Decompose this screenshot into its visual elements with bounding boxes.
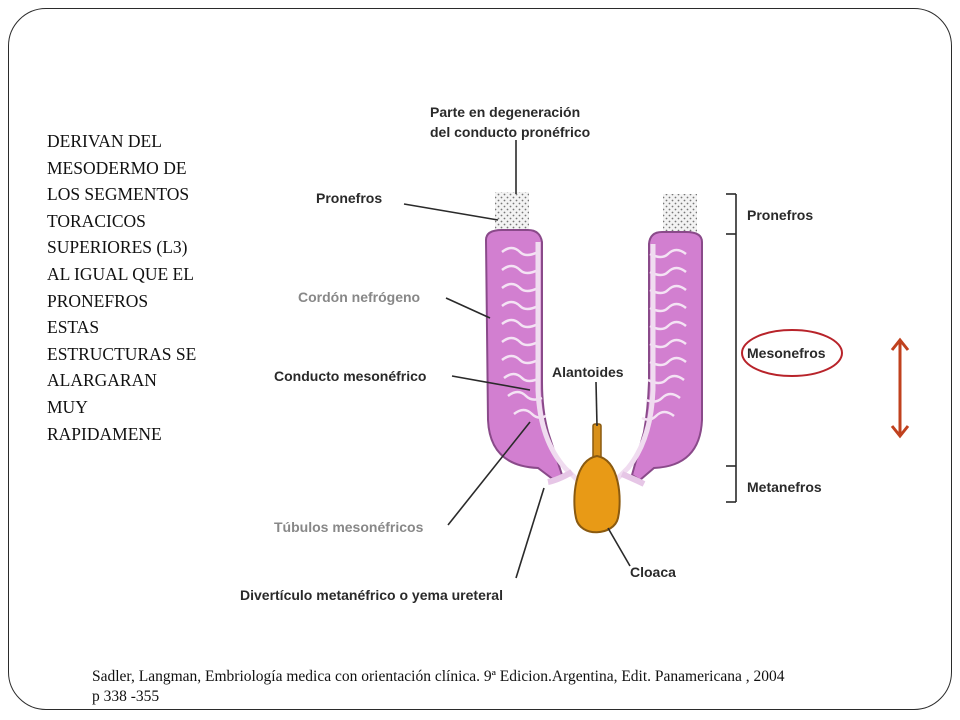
label-degenerating-line1: Parte en degeneración (430, 104, 580, 120)
cloaca (573, 454, 621, 534)
ureteric-bud-left (547, 469, 574, 485)
degenerating-duct-left (495, 192, 529, 236)
allantois (592, 423, 602, 461)
side-text-line: SUPERIORES (L3) (47, 237, 188, 258)
side-text-line: TORACICOS (47, 210, 146, 231)
side-text-line: ALARGARAN (47, 370, 157, 391)
double-arrow-icon (890, 337, 910, 439)
mesonephric-duct-right (604, 244, 656, 492)
slide-frame (8, 8, 952, 710)
label-pronefros-left: Pronefros (316, 190, 382, 206)
leader-lines (403, 140, 631, 579)
label-metanefros-right: Metanefros (747, 479, 822, 495)
side-text-line: DERIVAN DEL (47, 131, 162, 151)
side-text-line: ESTAS (47, 317, 100, 338)
label-diverticulo: Divertículo metanéfrico o yema ureteral (240, 587, 503, 603)
label-mesonefros-right: Mesonefros (747, 345, 826, 361)
label-cordon: Cordón nefrógeno (298, 289, 420, 305)
mesonephric-duct-left (535, 242, 590, 492)
embryology-diagram: Parte en degeneración del conducto proné… (170, 70, 870, 630)
side-text-line: MUY (47, 396, 88, 417)
citation-line2: p 338 -355 (92, 688, 160, 705)
label-pronefros-right: Pronefros (747, 207, 813, 223)
label-tubulos: Túbulos mesonéfricos (274, 519, 424, 535)
side-text-line: PRONEFROS (47, 290, 149, 311)
side-text: DERIVAN DEL MESODERMO DE LOS SEGMENTOS T… (47, 128, 237, 447)
label-conducto: Conducto mesonéfrico (274, 368, 426, 384)
ureteric-bud-right (620, 471, 646, 487)
side-text-line: RAPIDAMENE (47, 423, 162, 444)
side-text-line: ESTRUCTURAS SE (47, 343, 197, 364)
tubules-right (641, 248, 687, 421)
label-cloaca: Cloaca (630, 564, 676, 580)
citation: Sadler, Langman, Embriología medica con … (92, 667, 952, 707)
stage-bracket (726, 193, 737, 503)
side-text-line: AL IGUAL QUE EL (47, 263, 194, 284)
side-text-line: MESODERMO DE (47, 157, 187, 178)
degenerating-duct-right (663, 194, 697, 238)
label-degenerating-line2: del conducto pronéfrico (430, 124, 590, 140)
embryology-diagram-svg: Parte en degeneración del conducto proné… (240, 104, 843, 603)
highlight-circle (741, 329, 843, 377)
citation-line1: Sadler, Langman, Embriología medica con … (92, 668, 785, 685)
label-alantoides: Alantoides (552, 364, 624, 380)
side-text-line: LOS SEGMENTOS (47, 184, 190, 205)
